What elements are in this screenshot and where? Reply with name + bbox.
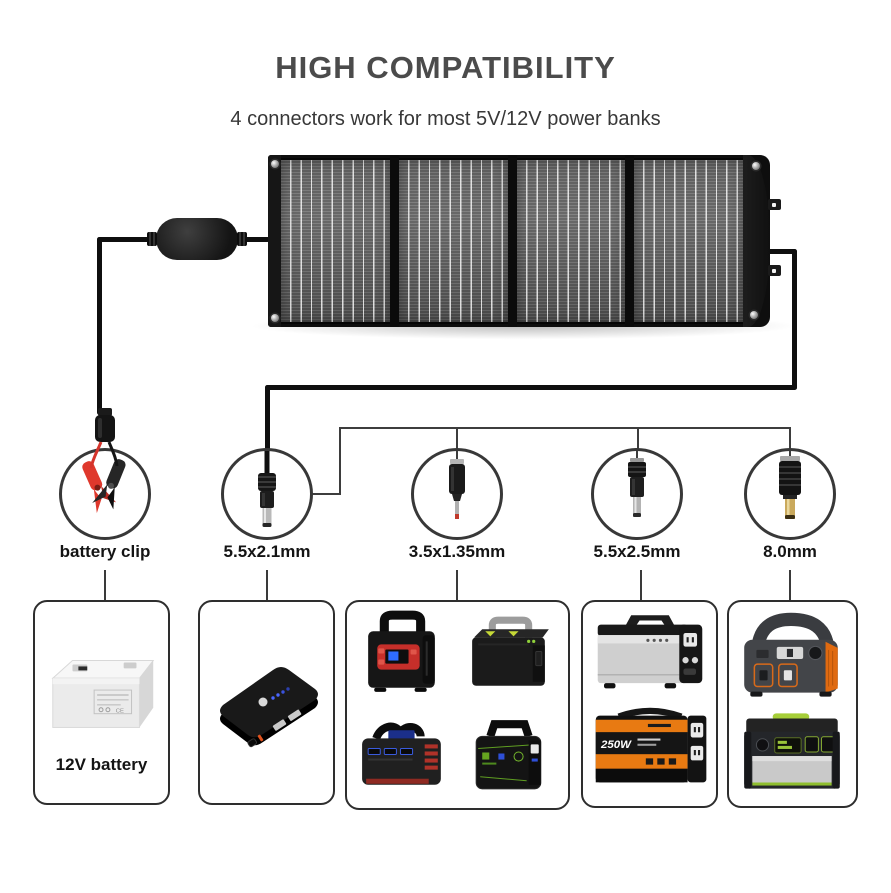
panel-fold	[625, 155, 635, 327]
connector-label: 3.5x1.35mm	[408, 542, 506, 561]
panel-fold	[507, 155, 517, 327]
grommet-icon	[750, 311, 758, 319]
dc-plug-8-0-icon	[779, 451, 801, 519]
panel-right-flap	[743, 155, 781, 327]
page-subtitle: 4 connectors work for most 5V/12V power …	[230, 108, 661, 130]
page-title: HIGH COMPATIBILITY	[275, 50, 616, 85]
power-station-silver-image	[597, 615, 702, 689]
branch-wire	[339, 427, 341, 495]
power-station-green-accent-image	[475, 720, 541, 790]
power-station-green-lcd-image	[743, 713, 840, 789]
cable-segment	[265, 385, 797, 390]
cable-segment	[764, 249, 797, 254]
cable-segment	[265, 385, 270, 452]
buckle-tab-icon	[768, 265, 781, 276]
branch-wire	[339, 427, 791, 429]
connector-label: 5.5x2.5mm	[593, 542, 681, 561]
power-station-metal-handle-image	[471, 616, 549, 686]
battery-clip-icon	[82, 459, 126, 514]
power-station-gray-orange-image	[743, 612, 838, 697]
device-box-power-bank	[198, 600, 335, 805]
grommet-icon	[752, 162, 760, 170]
device-label: 12V battery	[55, 755, 148, 774]
connector-line	[266, 570, 268, 600]
panel-section-2	[398, 158, 508, 324]
connector-line	[789, 570, 791, 600]
device-box-power-stations-b: 250W	[581, 600, 718, 808]
panel-section-4	[634, 158, 743, 324]
svg-text:CE: CE	[116, 709, 124, 715]
charge-controller-image	[147, 218, 247, 260]
cable-segment	[97, 237, 102, 415]
dc-plug-to-clip-adapter-icon	[89, 408, 119, 469]
power-bank-image	[220, 667, 318, 748]
device-box-power-stations-c	[727, 600, 858, 808]
panel-section-1	[281, 158, 390, 324]
connector-line	[104, 570, 106, 600]
buckle-tab-icon	[768, 199, 781, 210]
connector-label: 8.0mm	[763, 542, 817, 561]
connector-circle-5-5x2-1	[221, 448, 313, 540]
connector-circle-5-5x2-5	[591, 448, 683, 540]
dc-plug-5-5x2-1-icon	[258, 451, 276, 527]
connector-circle-3-5x1-35	[411, 448, 503, 540]
cable-segment	[792, 249, 797, 390]
panel-left-strip	[268, 155, 281, 327]
power-station-badge: 250W	[599, 739, 631, 751]
branch-wire	[789, 427, 791, 451]
connector-circle-battery-clip	[59, 448, 151, 540]
connector-label: battery clip	[59, 542, 151, 561]
branch-wire	[312, 493, 341, 495]
cable-segment	[236, 237, 270, 242]
device-box-power-stations-a	[345, 600, 570, 810]
branch-wire	[456, 427, 458, 451]
panel-section-3	[516, 158, 626, 324]
connector-label: 5.5x2.1mm	[223, 542, 311, 561]
12v-battery-image: CE	[51, 660, 155, 728]
grommet-icon	[271, 160, 279, 168]
power-stations-grid	[347, 602, 568, 804]
dc-plug-5-5x2-5-icon	[628, 451, 646, 517]
connector-circle-8-0	[744, 448, 836, 540]
connector-line	[456, 570, 458, 600]
power-station-red-display-image	[367, 610, 435, 692]
device-box-12v-battery: CE 12V battery	[33, 600, 170, 805]
grommet-icon	[271, 314, 279, 322]
branch-wire	[637, 427, 639, 451]
power-station-orange-250w-image: 250W	[595, 707, 706, 783]
connector-line	[640, 570, 642, 600]
panel-fold	[389, 155, 399, 327]
dc-plug-3-5x1-35-icon	[449, 451, 465, 519]
solar-panel-image	[268, 155, 781, 327]
cable-segment	[97, 237, 159, 242]
power-station-red-corner-image	[361, 722, 441, 785]
